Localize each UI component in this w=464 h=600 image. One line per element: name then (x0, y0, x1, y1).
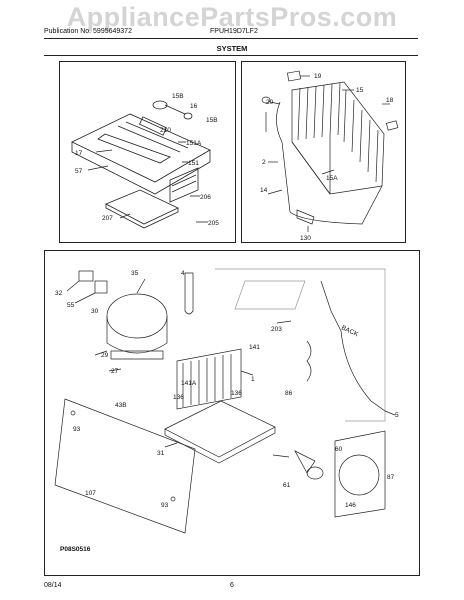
callout-141: 141 (249, 344, 260, 351)
callout-136: 136 (173, 394, 184, 401)
callout-93: 93 (73, 426, 81, 433)
callout-18: 18 (386, 97, 394, 104)
callout-27: 27 (111, 368, 119, 375)
callout-back: BACK (340, 324, 360, 338)
callout-2: 2 (262, 159, 266, 166)
callout-19: 19 (314, 73, 322, 80)
callout-20: 20 (266, 99, 274, 106)
diagram-compressor: 35 4 32 55 30 203 BACK 141 29 27 1 141A … (54, 268, 399, 534)
model-number: FPUH19D7LF2 (210, 28, 258, 35)
callout-5: 5 (395, 412, 399, 419)
footer-date: 08/14 (44, 582, 62, 589)
callout-15b-2: 15B (206, 117, 218, 124)
callout-57: 57 (75, 168, 83, 175)
callout-1: 1 (251, 376, 255, 383)
callout-207: 207 (102, 215, 113, 222)
header-rule (44, 38, 418, 39)
callout-4: 4 (181, 270, 185, 277)
callout-136-2: 136 (231, 390, 242, 397)
callout-16: 16 (190, 103, 198, 110)
section-rule (44, 55, 418, 56)
callout-203: 203 (271, 326, 282, 333)
callout-107: 107 (85, 490, 96, 497)
publication-number: Publication No. 5995649372 (44, 28, 132, 35)
diagram-code: P08S0516 (60, 546, 91, 553)
callout-17: 17 (75, 150, 83, 157)
callout-15: 15 (356, 87, 364, 94)
diagram-fan-cover: 15B 16 15B 210 151A 17 151 57 206 207 20… (71, 93, 219, 229)
callout-15b: 15B (172, 93, 184, 100)
callout-55: 55 (67, 302, 75, 309)
callout-146: 146 (345, 502, 356, 509)
section-title: SYSTEM (216, 44, 248, 53)
callout-87: 87 (387, 474, 395, 481)
watermark: AppliancePartsPros.com (66, 2, 398, 32)
callout-61: 61 (283, 482, 291, 489)
callout-29: 29 (101, 352, 109, 359)
panel-fan-cover: 15B 16 15B 210 151A 17 151 57 206 207 20… (59, 61, 236, 243)
callout-210: 210 (160, 127, 171, 134)
diagram-evaporator: 19 15 20 18 2 15A 14 130 (260, 70, 399, 242)
callout-86: 86 (285, 390, 293, 397)
callout-30: 30 (91, 308, 99, 315)
callout-151a: 151A (186, 140, 202, 147)
callout-206: 206 (200, 194, 211, 201)
callout-205: 205 (208, 220, 219, 227)
panel-evaporator: 19 15 20 18 2 15A 14 130 (241, 61, 406, 243)
callout-31: 31 (157, 450, 165, 457)
callout-60: 60 (335, 446, 343, 453)
callout-130: 130 (300, 235, 311, 242)
callout-151: 151 (188, 160, 199, 167)
panel-compressor: 35 4 32 55 30 203 BACK 141 29 27 1 141A … (44, 250, 420, 576)
callout-15a: 15A (326, 175, 338, 182)
callout-32: 32 (55, 290, 63, 297)
callout-43b: 43B (115, 402, 127, 409)
callout-93-2: 93 (161, 502, 169, 509)
callout-141a: 141A (181, 380, 197, 387)
callout-14: 14 (260, 187, 268, 194)
footer-page: 6 (230, 582, 234, 589)
callout-35: 35 (131, 270, 139, 277)
